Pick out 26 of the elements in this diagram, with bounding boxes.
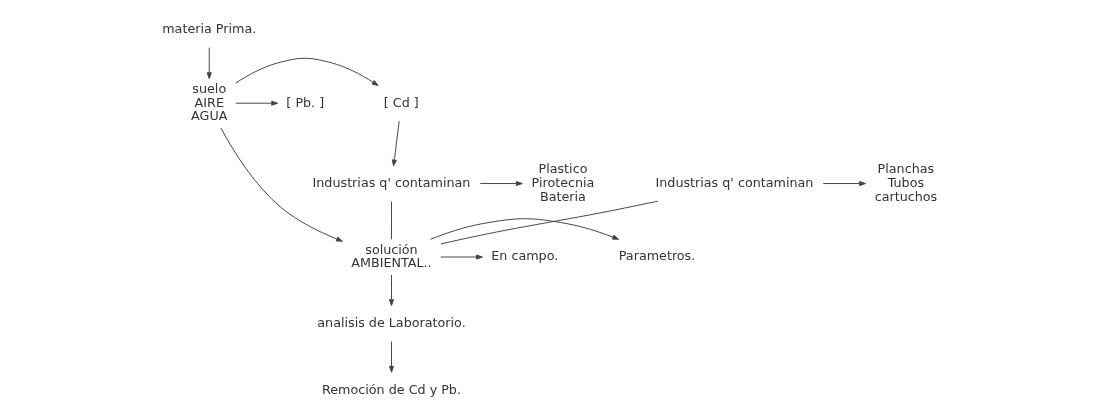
arrow (822, 181, 866, 187)
node-text: solución AMBIENTAL.. (351, 241, 432, 271)
node-text: En campo. (491, 248, 559, 264)
arrow (206, 47, 212, 80)
arrow (235, 100, 279, 106)
node-text: [ Cd ] (383, 94, 419, 110)
arrow (429, 218, 620, 240)
node-text: materia Prima. (162, 21, 257, 37)
node-text: Remoción de Cd y Pb. (322, 381, 461, 397)
node-text: Planchas Tubos cartuchos (874, 161, 938, 204)
node-text: [ Pb. ] (286, 94, 325, 110)
arrow (391, 120, 400, 167)
connector (440, 200, 659, 245)
arrow (220, 127, 343, 242)
arrow (388, 274, 395, 307)
arrow (388, 341, 395, 373)
node-text: Plastico Pirotecnia Bateria (531, 161, 595, 204)
node-text: Industrias q' contaminan (655, 174, 814, 190)
node-text: Parametros. (618, 248, 696, 264)
arrow (479, 181, 523, 187)
arrow (440, 254, 483, 260)
node-text: suelo AIRE AGUA (191, 80, 228, 124)
connector (391, 201, 392, 240)
node-text: analisis de Laboratorio. (317, 314, 466, 330)
node-text: Industrias q' contaminan (312, 174, 471, 190)
arrow (235, 57, 379, 86)
